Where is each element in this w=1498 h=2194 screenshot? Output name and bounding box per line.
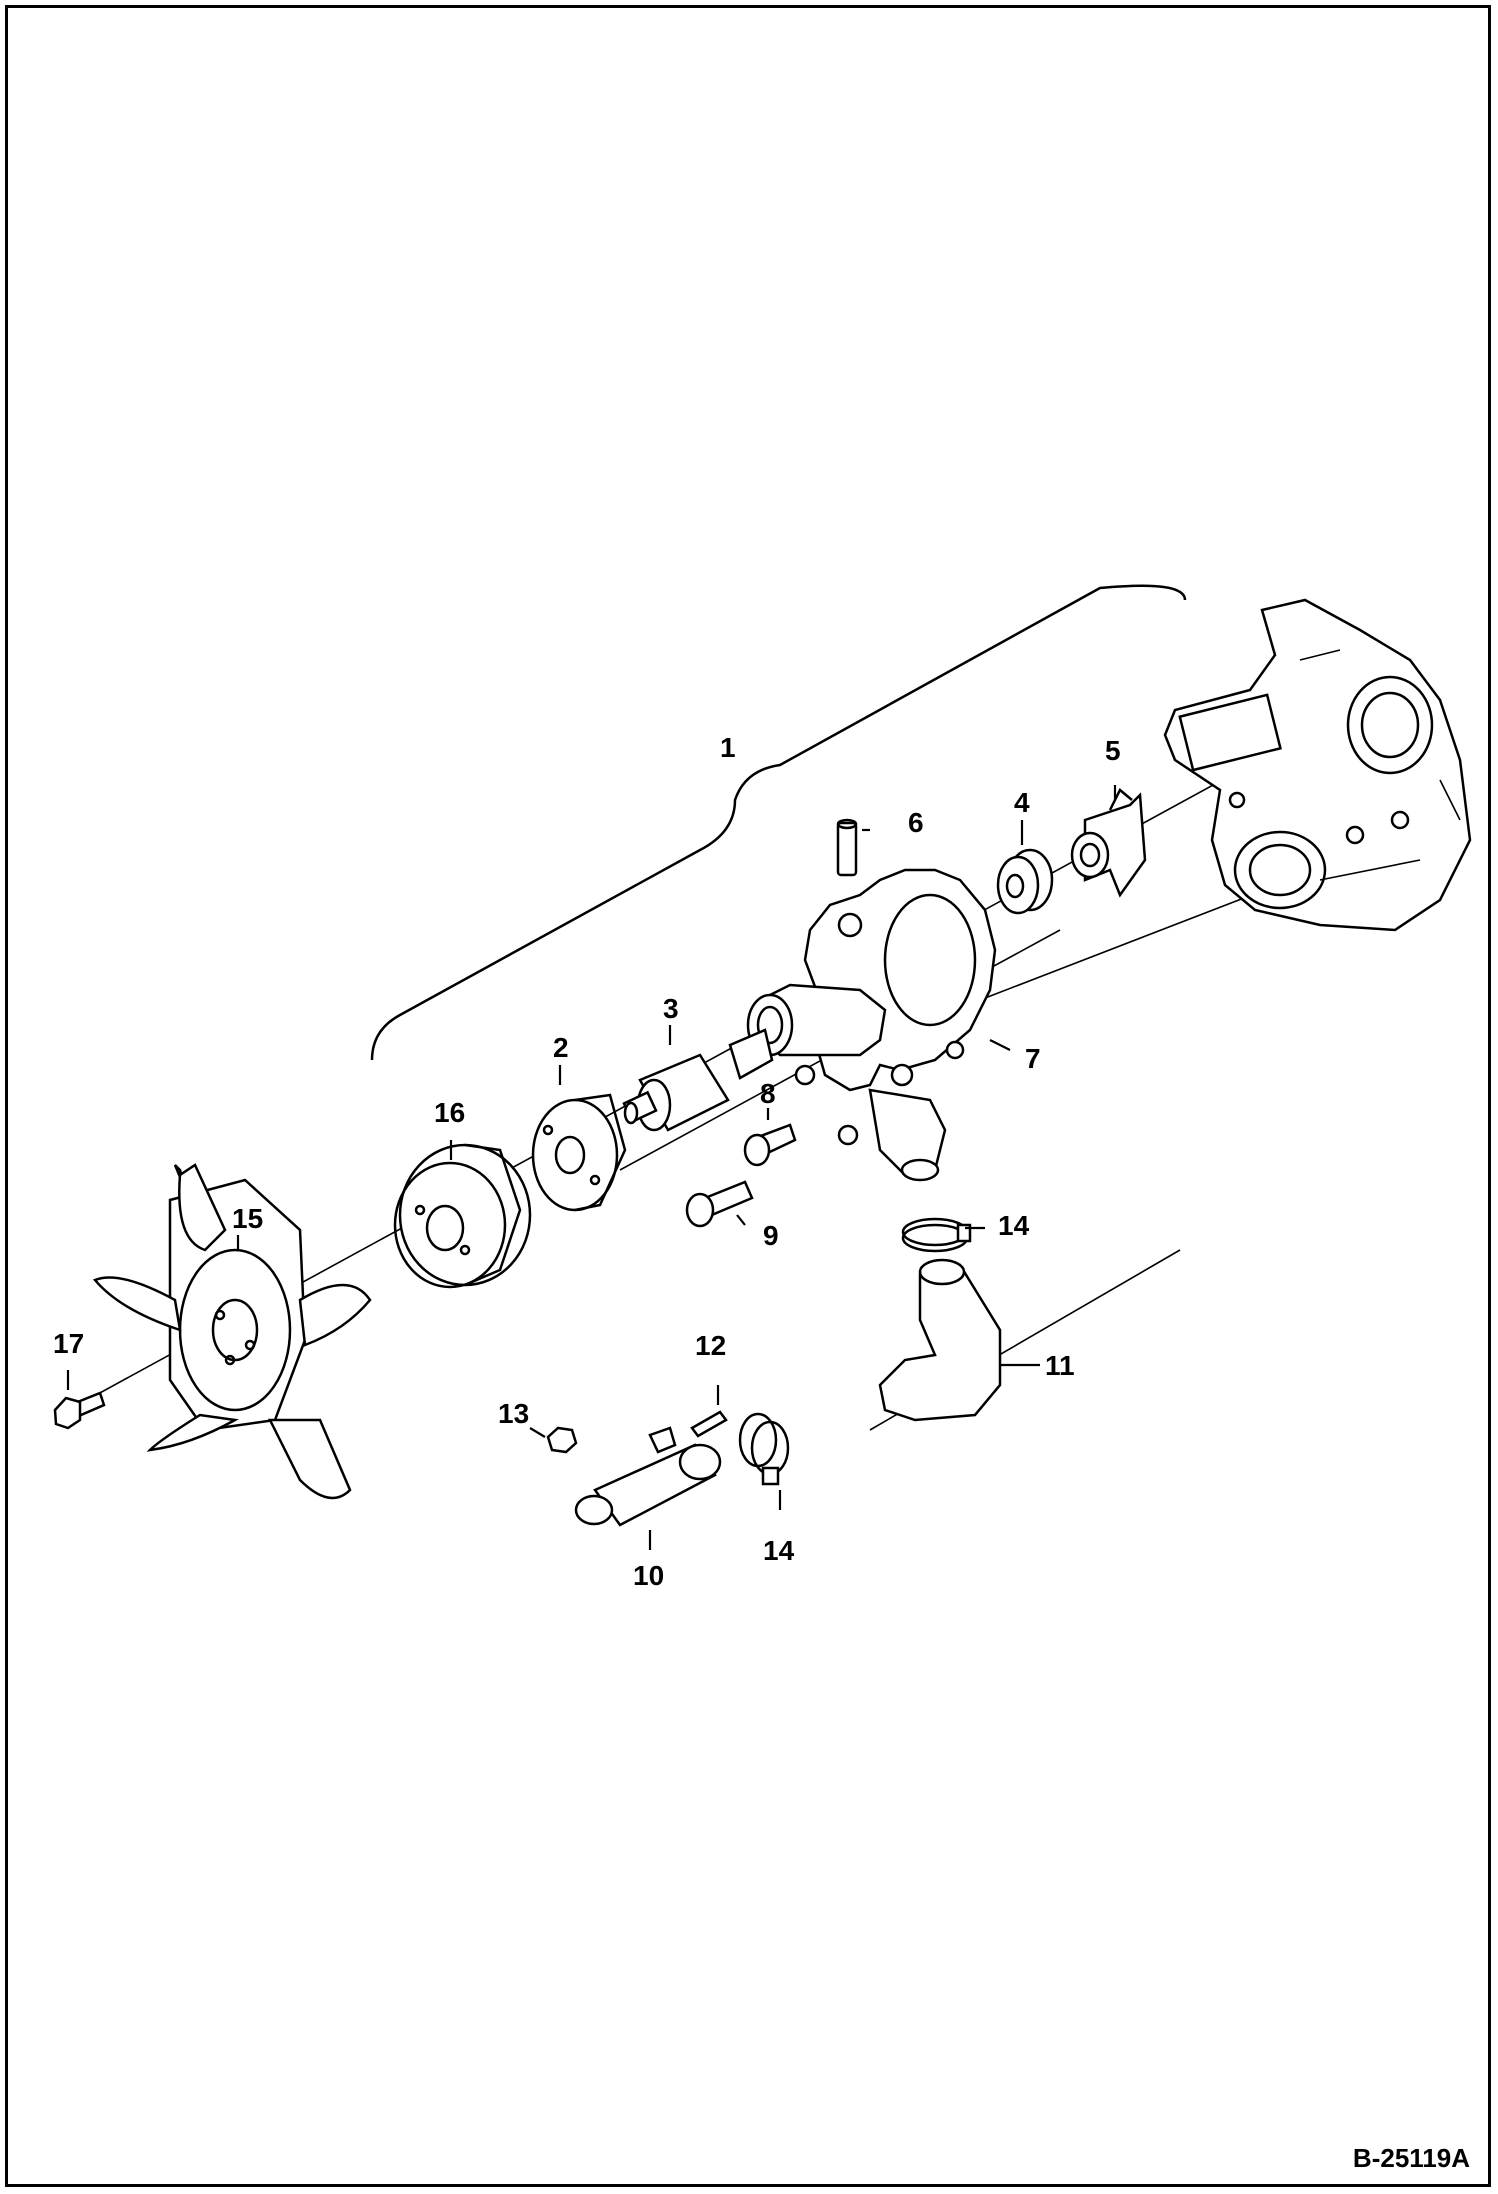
callout-14-lower: 14 [763,1535,795,1566]
figure-id-label: B-25119A [1352,2143,1470,2173]
callout-6: 6 [908,807,924,838]
callout-2: 2 [553,1032,569,1063]
drawing-frame [5,5,1491,2187]
water-pipe [574,1426,722,1527]
callout-4: 4 [1014,787,1030,818]
engine-block [1163,598,1472,932]
callout-14-upper: 14 [998,1210,1030,1241]
callout-11: 11 [1045,1350,1075,1381]
callout-13: 13 [498,1398,529,1429]
callout-15: 15 [232,1203,263,1234]
bolt-long [685,1180,754,1228]
shaft-bearing [622,1028,774,1132]
callout-16: 16 [434,1097,465,1128]
hex-nut [546,1426,578,1454]
cooling-fan [92,1163,372,1500]
callout-12: 12 [695,1330,726,1361]
hose-clamp-lower [738,1412,790,1486]
stud-bolt [690,1410,728,1438]
fan-pulley [393,1143,532,1289]
callout-labels: 1 2 3 4 5 6 7 8 9 10 11 12 13 14 14 15 1… [53,732,1121,1591]
impeller [1070,788,1147,898]
mechanical-seal [996,848,1054,915]
water-pump-housing [746,868,997,1182]
callout-3: 3 [663,993,679,1024]
dowel-pin [836,818,858,877]
callout-10: 10 [633,1560,664,1591]
callout-7: 7 [1025,1043,1041,1074]
hose-clamp-upper [901,1217,972,1253]
hub-flange [531,1093,627,1212]
callout-1: 1 [720,732,736,763]
leader-lines [66,785,1117,1550]
callout-5: 5 [1105,735,1121,766]
callout-17: 17 [53,1328,84,1359]
callout-8: 8 [760,1078,776,1109]
fan-bolt [53,1391,106,1430]
assembly-brace [370,584,1187,1061]
bolt-short [743,1123,797,1167]
callout-9: 9 [763,1220,779,1251]
radiator-hose [878,1258,1002,1422]
